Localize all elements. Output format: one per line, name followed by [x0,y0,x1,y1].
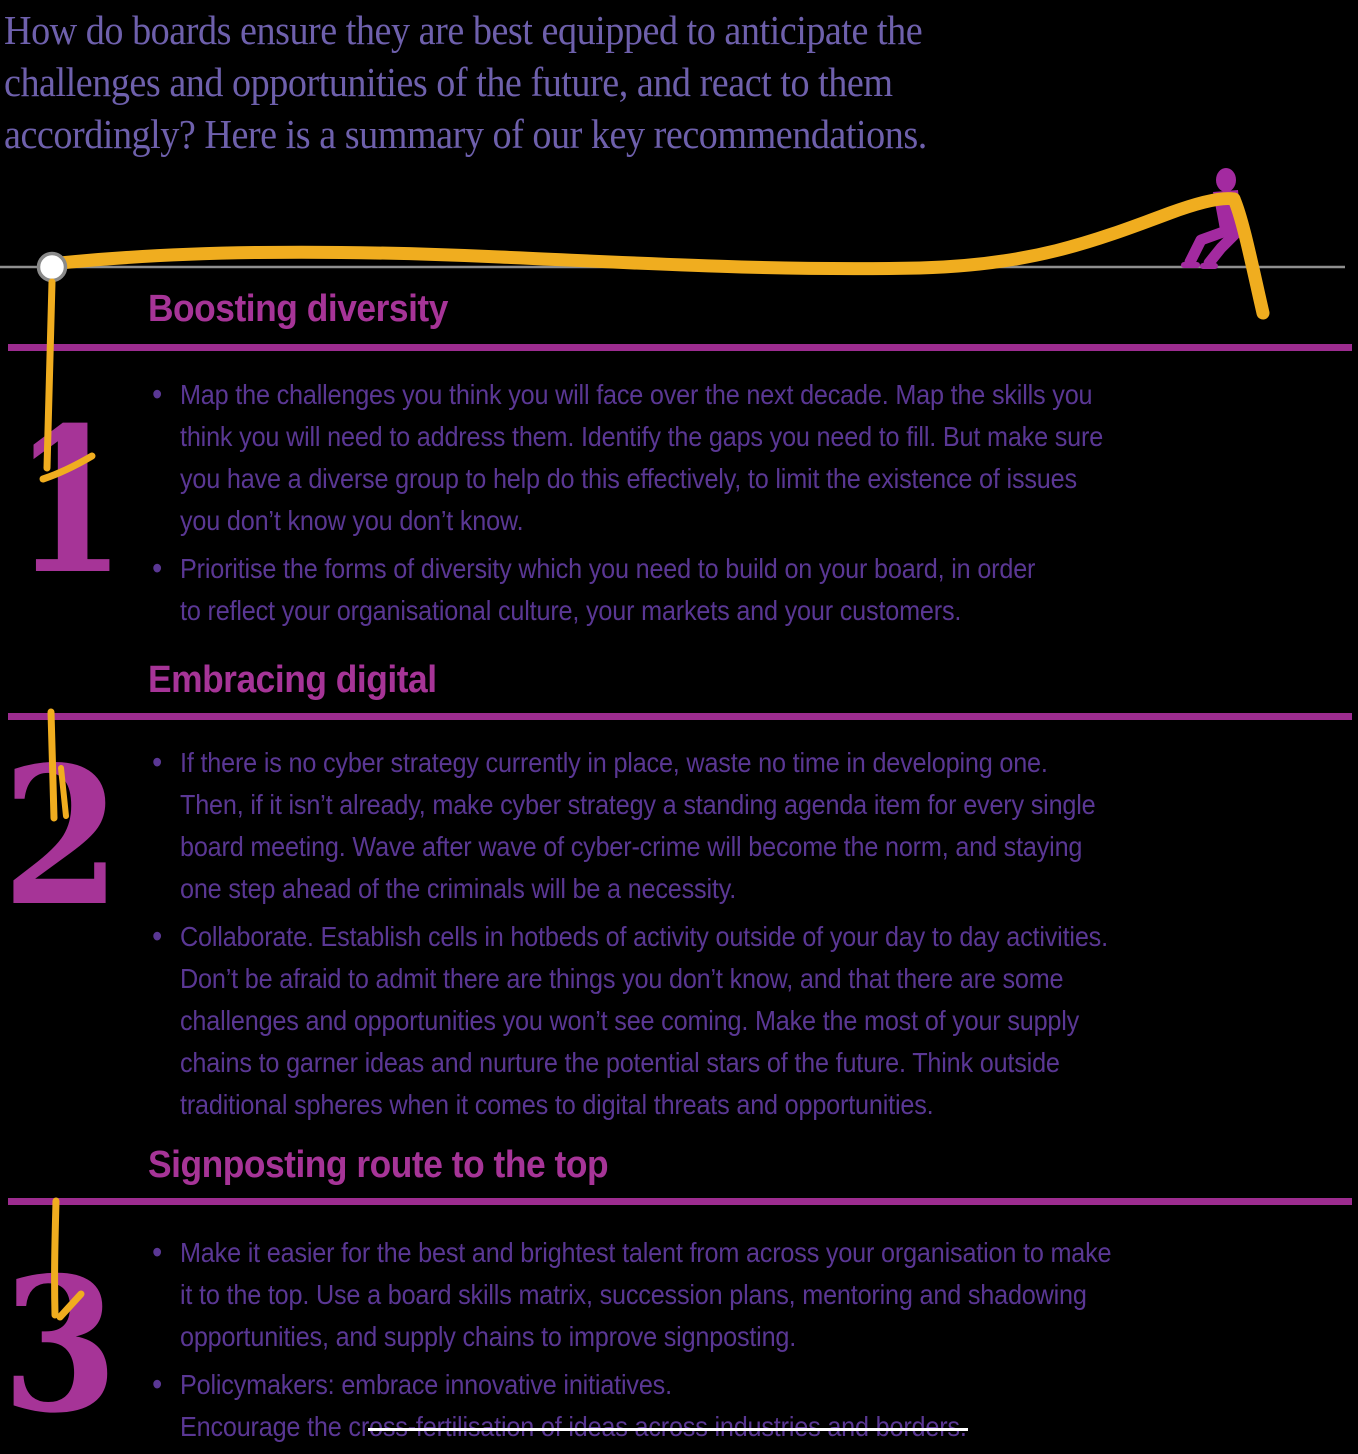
intro-text: How do boards ensure they are best equip… [4,7,927,157]
bullet-list-embracing-digital: If there is no cyber strategy currently … [152,741,1358,1132]
section-divider [8,344,1352,351]
page-edge-strip [368,1428,968,1431]
pulley-ring-icon [36,251,68,283]
bullet-item: Prioritise the forms of diversity which … [152,547,1242,632]
bullet-item: Make it easier for the best and brightes… [152,1231,1242,1358]
section-divider [8,1198,1352,1205]
bullet-list-boosting-diversity: Map the challenges you think you will fa… [152,373,1358,638]
section-heading-boosting-diversity: Boosting diversity [148,288,448,330]
bullet-list-signposting-route: Make it easier for the best and brightes… [152,1231,1358,1454]
rope-line [53,192,1241,276]
bullet-item: Collaborate. Establish cells in hotbeds … [152,915,1242,1126]
section-heading-embracing-digital: Embracing digital [148,659,437,701]
section-number-3: 3 [2,1236,118,1454]
rope-drop-line [1227,192,1270,320]
bullet-item: Policymakers: embrace innovative initiat… [152,1363,1242,1448]
section-heading-signposting-route: Signposting route to the top [148,1144,609,1186]
bullet-item: Map the challenges you think you will fa… [152,373,1242,542]
person-pulling-rope-icon [1181,168,1243,269]
section-divider [8,713,1352,720]
section-number-2: 2 [2,725,121,948]
section-number-1: 1 [14,384,126,619]
bullet-item: If there is no cyber strategy currently … [152,741,1242,910]
